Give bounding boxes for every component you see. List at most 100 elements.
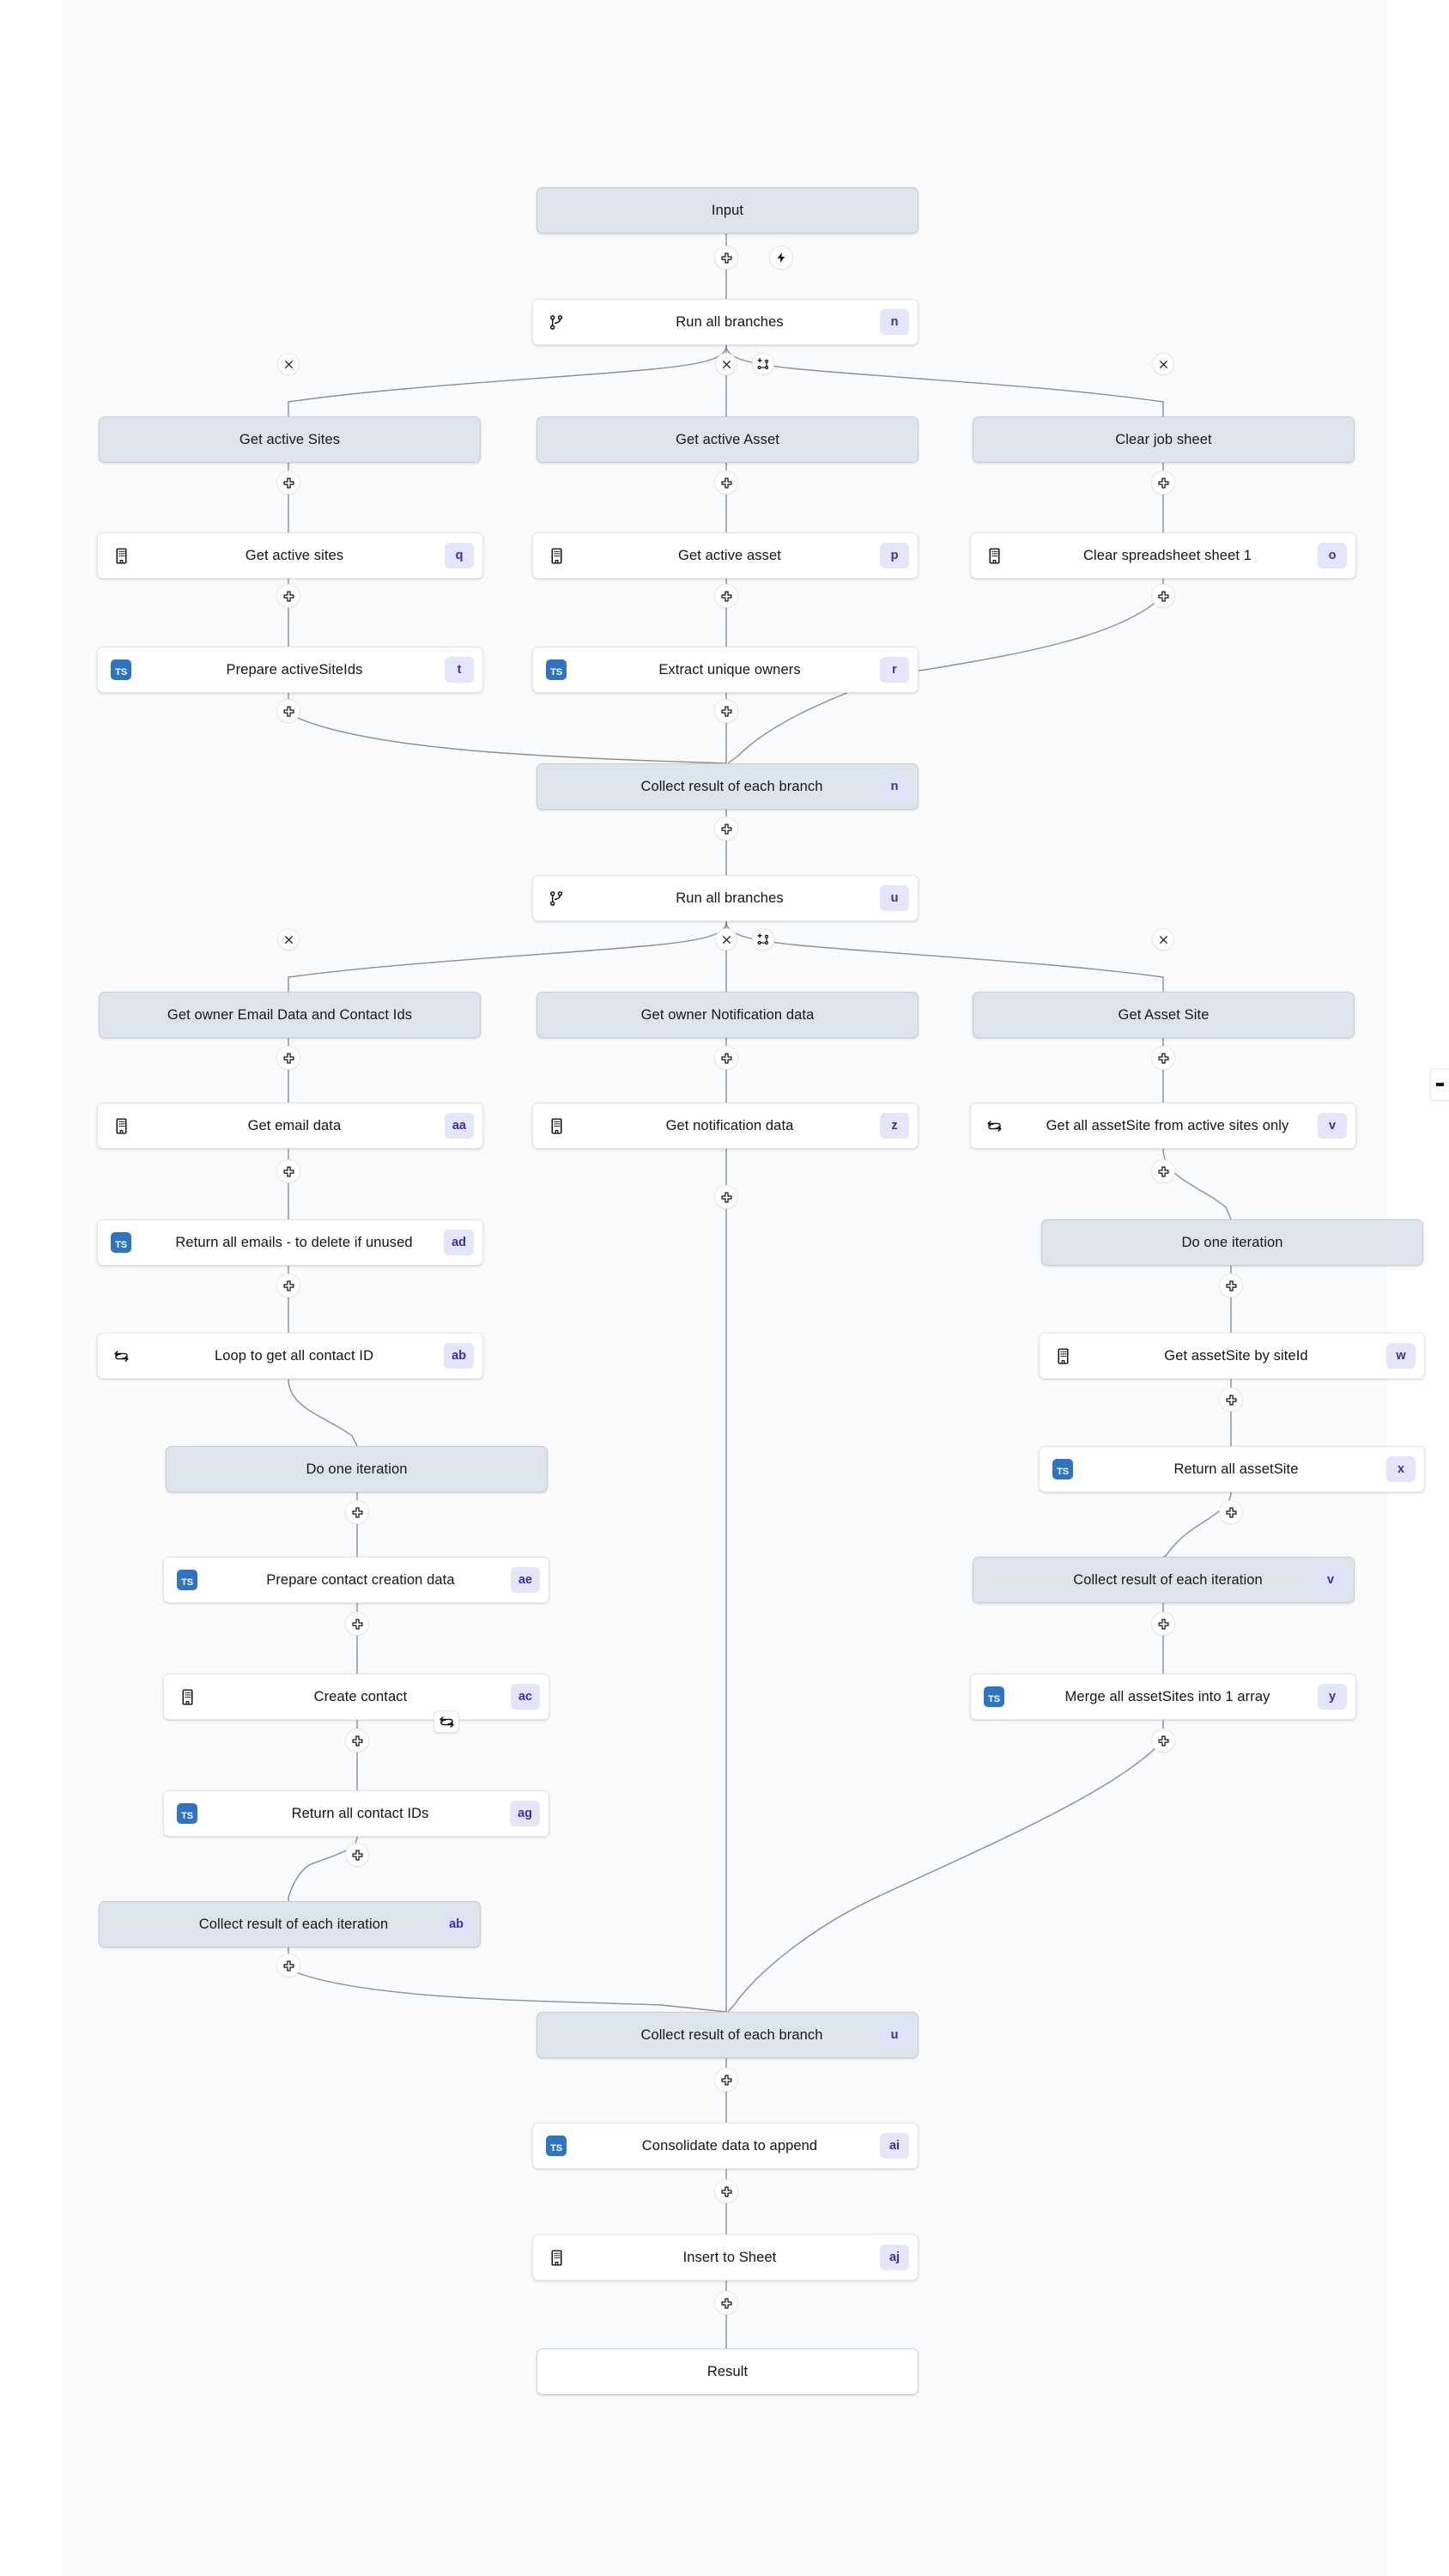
connector-c-run1-br[interactable] [752,353,774,375]
node-icon-slot: TS [98,659,144,680]
node-badge[interactable]: x [1386,1456,1416,1482]
connector-c-right1-x[interactable] [1152,353,1174,375]
node-badge[interactable]: u [880,885,909,911]
connector-c-run1-x[interactable] [715,353,737,375]
connector-c-retassite[interactable] [1219,1500,1243,1524]
node-grp-iter-c[interactable]: Do one iteration [166,1446,548,1492]
node-grp-asset[interactable]: Get active Asset [537,416,919,463]
node-result[interactable]: Result [537,2348,919,2395]
connector-c-left2-x[interactable] [277,928,300,951]
node-badge[interactable]: ae [510,1567,540,1593]
connector-c-assetsite[interactable] [1151,1046,1175,1070]
connector-c-retcontids[interactable] [345,1843,369,1867]
node-badge[interactable]: r [880,657,909,683]
connector-c-email[interactable] [276,1046,300,1070]
connector-c-input[interactable] [714,246,738,270]
connector-c-iteras[interactable] [1219,1273,1243,1297]
connector-c-asset[interactable] [714,471,738,495]
connector-c-getsites[interactable] [276,584,300,608]
connector-c-getemail[interactable] [276,1159,300,1183]
connector-c-getallas[interactable] [1151,1159,1175,1183]
connector-c-insert[interactable] [714,2291,738,2315]
node-badge[interactable]: n [880,774,909,799]
node-badge[interactable]: z [880,1113,909,1139]
node-badge[interactable]: ac [510,1684,540,1710]
node-badge[interactable]: aj [880,2245,909,2270]
node-badge[interactable]: ai [880,2133,909,2159]
connector-c-bolt[interactable] [769,246,793,270]
node-badge[interactable]: p [880,543,909,568]
connector-c-left1-x[interactable] [277,353,300,375]
node-badge[interactable]: v [1318,1113,1347,1139]
node-badge[interactable]: ab [444,1343,474,1369]
node-badge[interactable]: u [880,2022,909,2048]
node-grp-clear[interactable]: Clear job sheet [973,416,1355,463]
connector-c-collectb2[interactable] [714,2068,738,2092]
node-get-all-as[interactable]: Get all assetSite from active sites only… [970,1103,1356,1149]
connector-c-consolid[interactable] [714,2179,738,2203]
connector-c-sites[interactable] [276,471,300,495]
connector-c-right2-x[interactable] [1152,928,1174,951]
connector-c-prepids[interactable] [276,699,300,723]
connector-c-createcont[interactable] [345,1728,369,1753]
connector-c-mergeas[interactable] [1151,1728,1175,1753]
node-badge[interactable]: o [1318,543,1347,568]
connector-c-iterc[interactable] [345,1500,369,1524]
connector-c-prepcont[interactable] [345,1612,369,1636]
connector-c-collectab[interactable] [276,1953,300,1978]
connector-c-collectv[interactable] [1151,1612,1175,1636]
node-grp-iter-as[interactable]: Do one iteration [1041,1219,1423,1266]
connector-c-notif[interactable] [714,1046,738,1070]
node-grp-email[interactable]: Get owner Email Data and Contact Ids [99,992,481,1038]
connector-c-clearsheet[interactable] [1151,584,1175,608]
node-badge[interactable]: q [445,543,474,568]
node-loop-chip[interactable] [433,1710,459,1733]
node-badge[interactable]: aa [444,1113,474,1139]
node-grp-assetsite[interactable]: Get Asset Site [973,992,1355,1038]
connector-c-getnotif[interactable] [714,1185,738,1209]
node-badge[interactable]: t [445,657,474,683]
connector-c-retemails[interactable] [276,1273,300,1297]
node-badge[interactable]: ag [510,1801,540,1826]
connector-c-run2-x[interactable] [715,928,737,951]
node-badge[interactable]: n [880,309,909,335]
node-badge[interactable]: v [1316,1567,1345,1593]
connector-c-getassite[interactable] [1219,1388,1243,1412]
node-grp-notif[interactable]: Get owner Notification data [537,992,919,1038]
connector-c-extract[interactable] [714,699,738,723]
node-badge[interactable]: w [1386,1343,1416,1369]
connector-c-run2-br[interactable] [752,928,774,951]
connector-c-clear[interactable] [1151,471,1175,495]
right-edge-panel-handle[interactable] [1430,1068,1449,1101]
connector-c-collectb1[interactable] [714,817,738,841]
connector-c-getasset[interactable] [714,584,738,608]
node-badge[interactable]: ab [441,1911,471,1937]
node-badge[interactable]: ad [444,1230,474,1255]
node-input[interactable]: Input [537,187,919,234]
node-badge[interactable]: y [1318,1684,1347,1710]
node-grp-sites[interactable]: Get active Sites [99,416,481,463]
